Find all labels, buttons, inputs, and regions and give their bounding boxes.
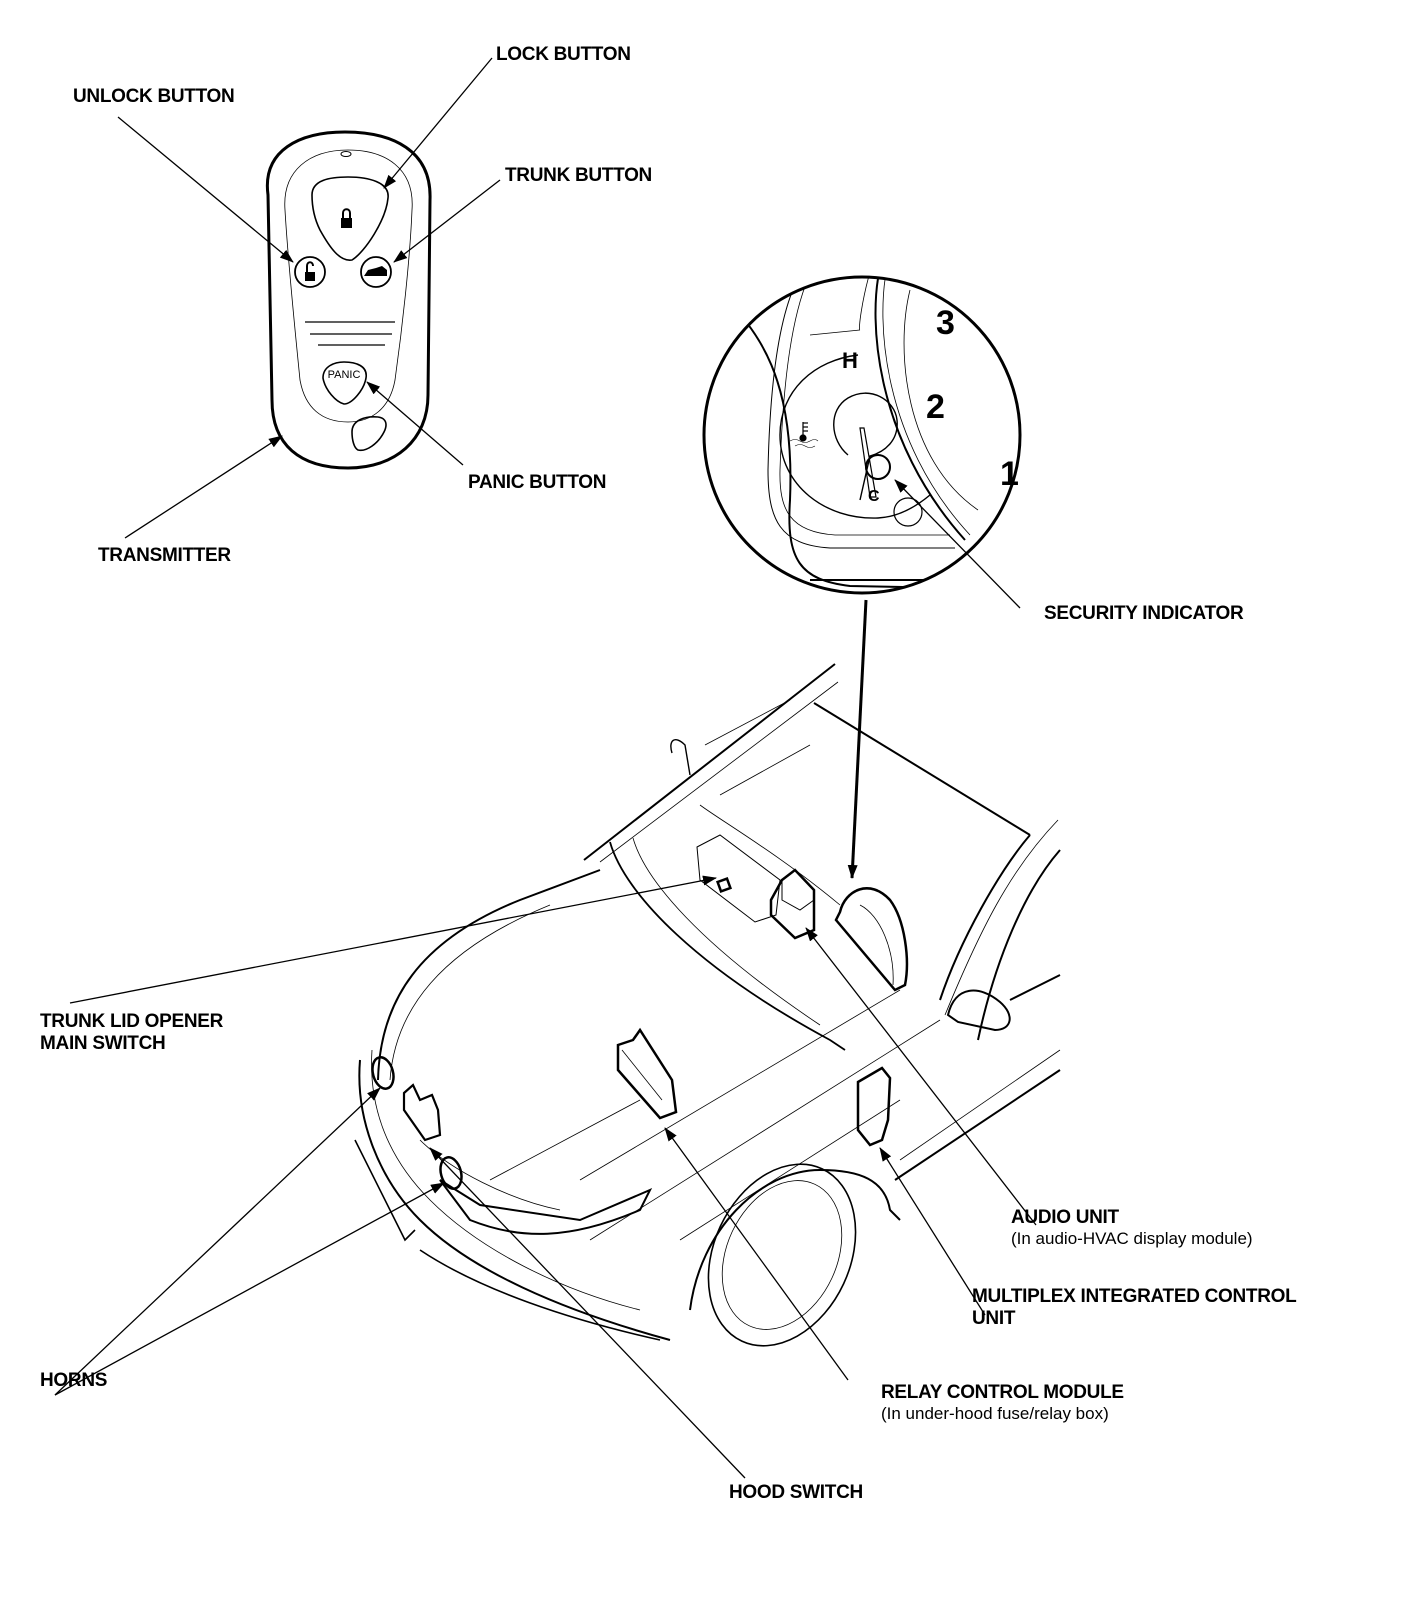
inset-leaders — [847, 479, 1021, 879]
temp-cold-mark: C — [868, 488, 880, 505]
security-indicator-leader — [894, 479, 1021, 609]
adjacent-indicator-lamp — [893, 497, 923, 527]
trunk-lid-opener-label-line1: TRUNK LID OPENER — [40, 1011, 224, 1032]
dash-box — [696, 834, 781, 923]
relay-control-module-leader — [664, 1127, 849, 1381]
gauge-cluster-hood — [834, 887, 909, 992]
relay-control-module-label: RELAY CONTROL MODULE (In under-hood fuse… — [881, 1382, 1124, 1423]
multiplex-unit-label: MULTIPLEX INTEGRATED CONTROL UNIT — [972, 1286, 1297, 1330]
trunk-button-label: TRUNK BUTTON — [505, 165, 652, 186]
lock-button-label: LOCK BUTTON — [496, 44, 631, 65]
trunk-lid-opener-leader — [69, 875, 717, 1004]
audio-unit-note: (In audio-HVAC display module) — [1011, 1229, 1253, 1248]
fob-outline — [265, 130, 432, 470]
temp-gauge-hub — [833, 392, 898, 501]
trunk-lid-opener-switch — [715, 876, 733, 894]
gauge-number-3: 3 — [936, 304, 955, 342]
relay-control-module-title: RELAY CONTROL MODULE — [881, 1382, 1124, 1403]
trunk-lid-opener-label: TRUNK LID OPENER MAIN SWITCH — [40, 1011, 223, 1055]
transmitter-leader — [124, 435, 283, 539]
horns-label: HORNS — [40, 1370, 108, 1391]
lock-button[interactable] — [311, 176, 389, 261]
lock-closed-icon — [341, 208, 352, 228]
key-ring-hole — [351, 416, 387, 452]
trunk-button[interactable] — [360, 256, 392, 288]
gauge-inset — [702, 275, 1022, 595]
relay-control-module-note: (In under-hood fuse/relay box) — [881, 1404, 1109, 1423]
panic-button-label: PANIC BUTTON — [468, 472, 607, 493]
horn-lower — [439, 1156, 463, 1190]
hood-switch-label: HOOD SWITCH — [729, 1482, 863, 1503]
security-indicator-lamp — [865, 454, 891, 480]
relay-control-module — [616, 1027, 678, 1120]
transmitter-leaders — [117, 57, 501, 539]
fob-grille — [305, 321, 395, 346]
audio-unit-title: AUDIO UNIT — [1011, 1207, 1119, 1228]
gauge-number-1: 1 — [1000, 455, 1019, 493]
trunk-button-leader — [393, 179, 501, 263]
coolant-temperature-icon — [789, 422, 819, 448]
temp-needle — [859, 427, 877, 498]
component-leaders — [54, 875, 1037, 1479]
inset-to-car-leader — [847, 599, 868, 879]
temp-gauge-face — [779, 354, 931, 519]
horn-lower-leader — [54, 1182, 445, 1396]
inset-circle — [702, 275, 1022, 595]
multiplex-unit-label-line1: MULTIPLEX INTEGRATED CONTROL — [972, 1286, 1297, 1307]
front-wheel-arch — [689, 1168, 901, 1311]
transmitter-label: TRANSMITTER — [98, 545, 231, 566]
hood-switch — [402, 1083, 442, 1142]
fob-led — [340, 151, 352, 157]
car-body — [354, 663, 1061, 1347]
multiplex-unit-label-line2: UNIT — [972, 1308, 1016, 1329]
front-wheel — [721, 1180, 843, 1330]
audio-unit-box — [769, 868, 816, 940]
security-indicator-label: SECURITY INDICATOR — [1044, 603, 1244, 624]
multiplex-control-unit — [856, 1066, 892, 1147]
fob-inner-panel — [284, 149, 413, 423]
trunk-lid-opener-label-line2: MAIN SWITCH — [40, 1033, 166, 1054]
lock-open-icon — [305, 261, 315, 281]
audio-unit-label: AUDIO UNIT (In audio-HVAC display module… — [1011, 1207, 1253, 1248]
panic-button-leader — [366, 381, 464, 466]
unlock-button-label: UNLOCK BUTTON — [73, 86, 235, 107]
panic-button-face-text: PANIC — [328, 369, 361, 381]
panic-button[interactable] — [322, 361, 367, 405]
car-trunk-icon — [364, 266, 387, 276]
audio-unit-leader — [805, 927, 1037, 1226]
hood-switch-leader — [429, 1147, 746, 1479]
lock-button-leader — [383, 57, 493, 189]
unlock-button-leader — [117, 116, 294, 263]
horn-upper — [371, 1056, 395, 1090]
transmitter-fob — [265, 130, 432, 470]
gauge-number-2: 2 — [926, 388, 945, 426]
horn-upper-leader — [54, 1087, 381, 1396]
multiplex-unit-leader — [879, 1147, 986, 1316]
unlock-button[interactable] — [294, 256, 326, 288]
temp-high-mark: H — [842, 348, 858, 373]
